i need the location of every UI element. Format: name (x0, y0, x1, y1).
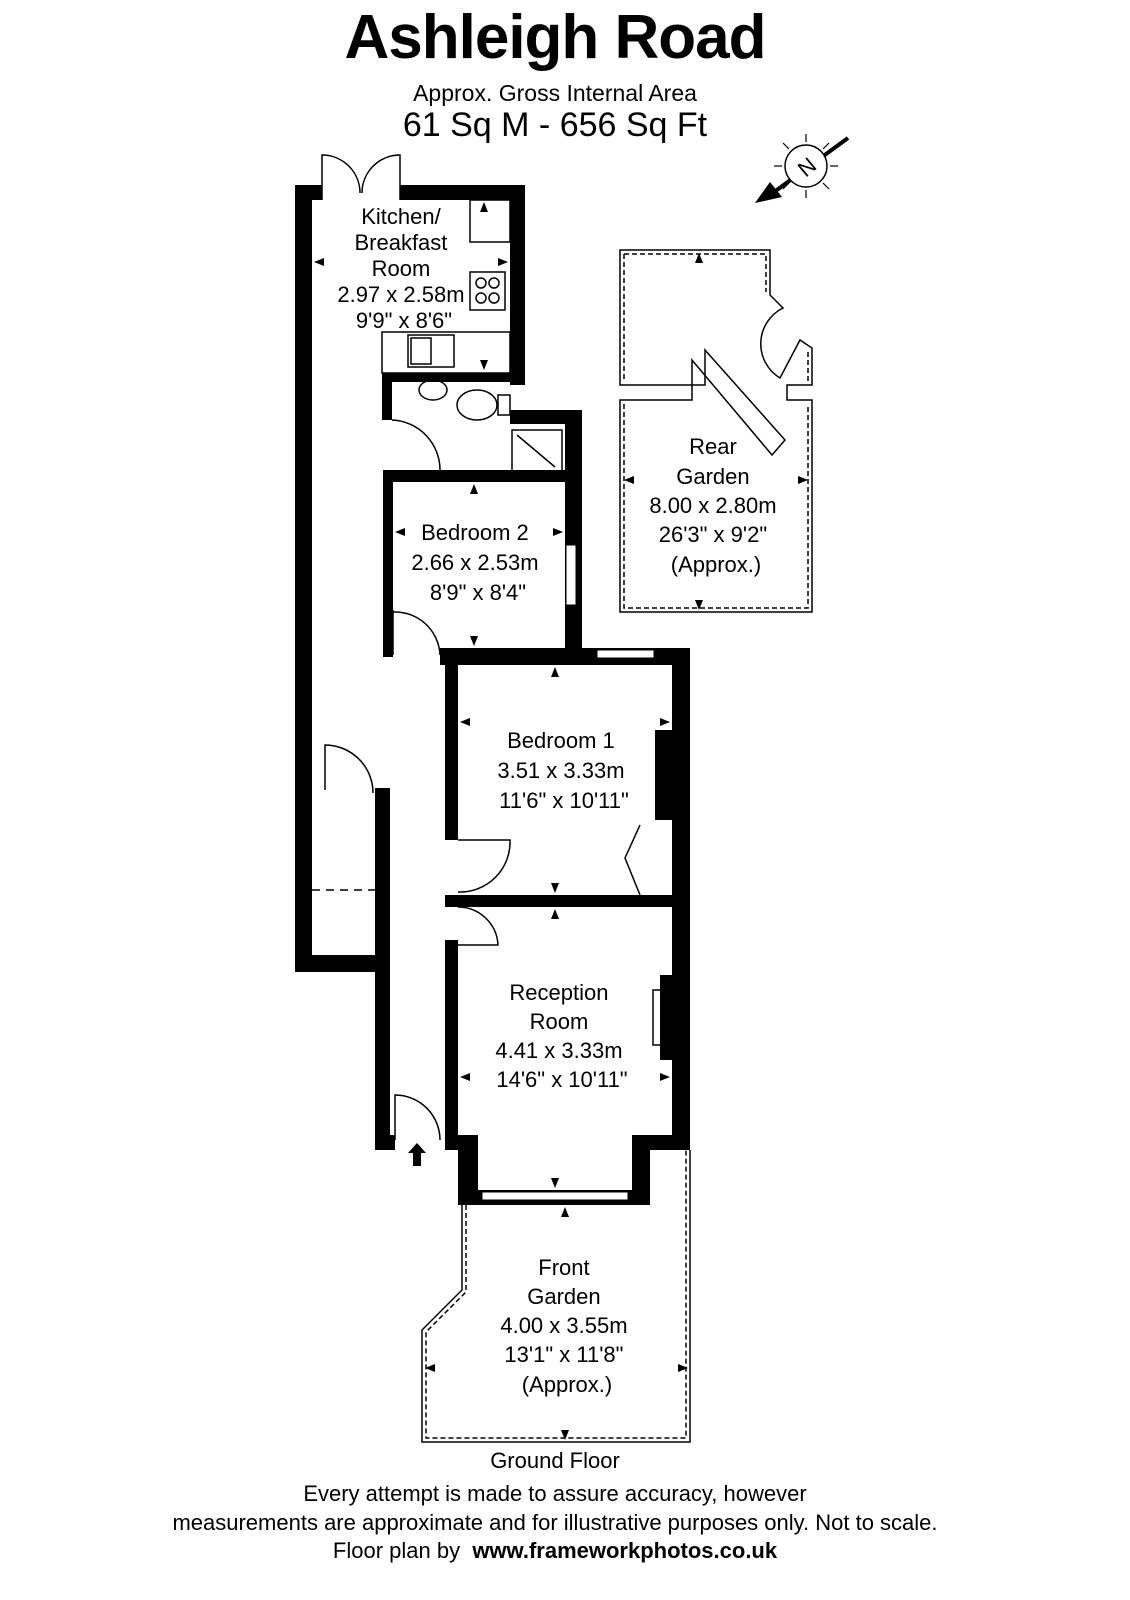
front-garden-outline (421, 1150, 691, 1443)
plan-area: 61 Sq M - 656 Sq Ft (402, 106, 708, 144)
room-label-front-garden: Front Garden 4.00 x 3.55m 13'1" x 11'8" … (500, 1255, 633, 1397)
plan-title: Ashleigh Road (344, 3, 766, 72)
entrance-arrow-icon (408, 1143, 426, 1166)
room-label-kitchen: Kitchen/ Breakfast Room 2.97 x 2.58m 9'9… (337, 204, 470, 333)
room-label-bedroom-2: Bedroom 2 2.66 x 2.53m 8'9" x 8'4" (411, 520, 544, 605)
basin-icon (418, 379, 448, 401)
sink-icon (407, 334, 455, 368)
dimension-arrows (314, 202, 808, 1440)
rear-garden-outline (619, 249, 813, 613)
walls (295, 185, 690, 1205)
room-label-rear-garden: Rear Garden 8.00 x 2.80m 26'3" x 9'2" (A… (649, 434, 782, 577)
toilet-icon (456, 389, 498, 421)
room-label-reception: Reception Room 4.41 x 3.33m 14'6" x 10'1… (495, 980, 628, 1092)
plan-subtitle: Approx. Gross Internal Area (413, 80, 697, 106)
doors (312, 154, 641, 1141)
disclaimer-line-1: Every attempt is made to assure accuracy… (303, 1481, 807, 1506)
shower-icon (511, 429, 563, 473)
room-label-bedroom-1: Bedroom 1 3.51 x 3.33m 11'6" x 10'11" (497, 728, 630, 813)
credit-label: Floor plan by (332, 1538, 461, 1563)
fixtures (381, 199, 666, 1046)
disclaimer-line-2: measurements are approximate and for ill… (172, 1510, 938, 1535)
floor-label: Ground Floor (490, 1448, 620, 1473)
credit-link[interactable]: www.frameworkphotos.co.uk (472, 1538, 778, 1563)
compass-icon: N (755, 134, 850, 203)
hob-icon (469, 271, 506, 311)
credit: Floor plan by www.frameworkphotos.co.uk (0, 1538, 1110, 1564)
